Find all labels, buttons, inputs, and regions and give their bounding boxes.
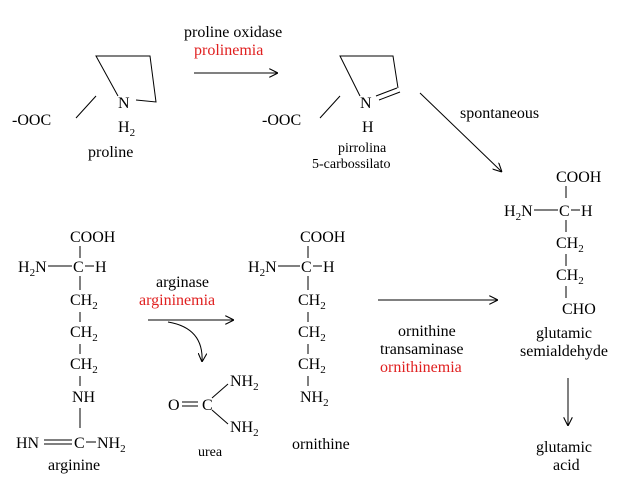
pyrroline-ring-nitrogen: N xyxy=(360,95,372,112)
arginine-structure: COOH H2N C H CH2 CH2 CH2 NH HN C NH2 arg… xyxy=(16,229,126,474)
arginine-ch2-3: CH2 xyxy=(70,356,98,376)
step-spontaneous: spontaneous xyxy=(419,92,539,172)
semialdehyde-alpha-h: H xyxy=(581,203,593,220)
semialdehyde-ch2-1: CH2 xyxy=(556,235,584,255)
arginase-label: arginase xyxy=(156,274,209,291)
arginine-ch2-2: CH2 xyxy=(70,324,98,344)
spontaneous-arrow xyxy=(419,92,502,172)
pyrroline-ring-hydrogen: H xyxy=(362,119,374,136)
pyrroline-double-bond-a xyxy=(375,87,398,97)
proline-structure: -OOC N H2 proline xyxy=(12,55,157,161)
ornithine-alpha-carbon: C xyxy=(301,259,312,276)
ornithine-nh2: NH2 xyxy=(300,389,329,409)
pyrroline-carboxylate-label: -OOC xyxy=(262,112,301,129)
urea-release-arrow xyxy=(167,321,202,362)
arginine-nh: NH xyxy=(72,389,96,406)
semialdehyde-alpha-carbon: C xyxy=(559,203,570,220)
spontaneous-label: spontaneous xyxy=(460,105,539,122)
ornithine-transaminase-label-line1: ornithine xyxy=(398,323,456,340)
urea-structure: O C NH2 NH2 urea xyxy=(168,373,259,460)
ornithine-name: ornithine xyxy=(292,436,350,453)
urea-carbon: C xyxy=(202,397,213,414)
arginine-guanidino-hn: HN xyxy=(16,435,40,452)
ornithine-transaminase-label-line2: transaminase xyxy=(380,341,464,358)
semialdehyde-name-line2: semialdehyde xyxy=(520,343,608,360)
ornithine-alpha-h: H xyxy=(323,259,335,276)
step-proline-oxidase: proline oxidase prolinemia xyxy=(184,24,282,73)
ornithine-cooh: COOH xyxy=(300,229,346,246)
ornithine-ch2-2: CH2 xyxy=(298,324,326,344)
pyrroline-ring-bonds xyxy=(339,55,399,97)
urea-bond-top xyxy=(211,383,229,399)
arginine-alpha-h: H xyxy=(95,259,107,276)
argininemia-label: argininemia xyxy=(139,292,215,309)
proline-carboxylate-label: -OOC xyxy=(12,112,51,129)
arginine-amine: H2N xyxy=(18,259,47,279)
ornithine-ch2-3: CH2 xyxy=(298,356,326,376)
glutamic-acid-name-line2: acid xyxy=(553,457,580,474)
arginine-cooh: COOH xyxy=(70,229,116,246)
urea-name: urea xyxy=(198,445,223,460)
pyrroline-carboxylate-bond xyxy=(319,95,341,119)
ornithine-amine: H2N xyxy=(248,259,277,279)
glutamic-acid-name-line1: glutamic xyxy=(536,439,592,456)
arginine-ch2-1: CH2 xyxy=(70,292,98,312)
proline-ring-nitrogen: N xyxy=(118,95,130,112)
proline-ring-bonds xyxy=(95,55,157,103)
arginine-name: arginine xyxy=(48,457,100,474)
arginine-guanidino-c: C xyxy=(74,435,85,452)
urea-oxygen: O xyxy=(168,397,180,414)
proline-name: proline xyxy=(88,144,133,161)
prolinemia-label: prolinemia xyxy=(194,42,263,59)
pyrroline-name-line2: 5-carbossilato xyxy=(312,157,391,172)
ornithinemia-label: ornithinemia xyxy=(380,359,462,376)
urea-nh2-top: NH2 xyxy=(230,373,259,393)
semialdehyde-amine: H2N xyxy=(504,203,533,223)
semialdehyde-cooh: COOH xyxy=(556,169,602,186)
pyrroline-name-line1: pirrolina xyxy=(338,141,387,156)
arginine-guanidino-nh2: NH2 xyxy=(97,435,126,455)
semialdehyde-name-line1: glutamic xyxy=(536,325,592,342)
step-ornithine-transaminase: ornithine transaminase ornithinemia xyxy=(378,300,498,376)
step-arginase: arginase argininemia xyxy=(139,274,234,362)
urea-nh2-bottom: NH2 xyxy=(230,419,259,439)
pyrroline-structure: -OOC N H pirrolina 5-carbossilato xyxy=(262,55,401,172)
glutamic-acid: glutamic acid xyxy=(536,439,592,474)
arginine-alpha-carbon: C xyxy=(73,259,84,276)
semialdehyde-cho: CHO xyxy=(562,301,596,318)
proline-oxidase-label: proline oxidase xyxy=(184,24,282,41)
proline-carboxylate-bond xyxy=(75,95,97,119)
ornithine-structure: COOH H2N C H CH2 CH2 CH2 NH2 ornithine xyxy=(248,229,350,453)
proline-ring-hydrogen: H2 xyxy=(118,119,135,139)
urea-bond-bottom xyxy=(211,409,229,425)
pyrroline-double-bond-b xyxy=(378,91,401,101)
semialdehyde-ch2-2: CH2 xyxy=(556,267,584,287)
semialdehyde-structure: COOH H2N C H CH2 CH2 CHO glutamic semial… xyxy=(504,169,608,360)
ornithine-ch2-1: CH2 xyxy=(298,292,326,312)
